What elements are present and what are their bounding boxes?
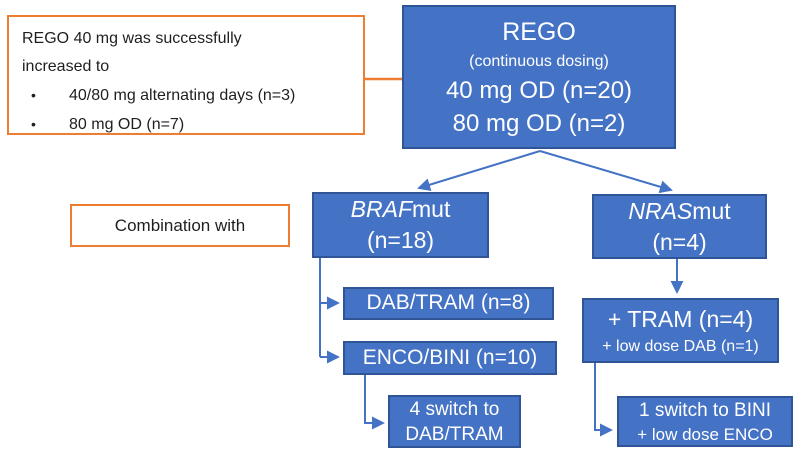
info-note-bullet-2: • 80 mg OD (n=7) [22,110,355,139]
connector-tram-to-switch [594,363,613,437]
switch-bini-line-2: + low dose ENCO [637,424,773,444]
switch-bini-line-1: 1 switch to BINI [639,399,771,421]
braf-mut-box: BRAFmut (n=18) [312,192,489,258]
info-note-box: REGO 40 mg was successfully increased to… [7,15,365,135]
rego-box: REGO (continuous dosing) 40 mg OD (n=20)… [402,5,676,149]
dab-tram-box: DAB/TRAM (n=8) [343,287,554,320]
tram-line-1: + TRAM (n=4) [607,305,754,332]
tram-box: + TRAM (n=4) + low dose DAB (n=1) [582,298,779,363]
braf-suffix: mut [412,196,451,222]
braf-mut-name: BRAFmut [314,194,487,225]
enco-bini-label: ENCO/BINI (n=10) [362,345,538,369]
rego-subtitle: (continuous dosing) [469,53,609,70]
rego-title: REGO [502,18,576,46]
combination-label-box: Combination with [70,204,290,247]
switch-dab-tram-line-1: 4 switch to [409,398,500,420]
info-note-bullet-1: • 40/80 mg alternating days (n=3) [22,81,355,110]
tram-line-2: + low dose DAB (n=1) [602,337,759,355]
switch-dab-tram-box: 4 switch to DAB/TRAM [388,395,521,448]
connector-encobini-to-switch [364,375,385,430]
info-note-heading: REGO 40 mg was successfully increased to [22,30,242,75]
connector-rego-to-braf [417,150,541,191]
dab-tram-label: DAB/TRAM (n=8) [366,291,531,315]
nras-mut-name: NRASmut [594,196,765,227]
braf-count: (n=18) [366,227,435,253]
nras-gene: NRAS [628,197,693,224]
rego-dose-line-1: 40 mg OD (n=20) [445,77,633,104]
info-note-bullet-2-text: 80 mg OD (n=7) [69,116,185,133]
nras-mut-box: NRASmut (n=4) [592,194,767,259]
nras-count: (n=4) [652,228,707,255]
info-note-bullet-1-text: 40/80 mg alternating days (n=3) [69,87,296,104]
nras-suffix: mut [692,197,731,224]
switch-bini-box: 1 switch to BINI + low dose ENCO [617,396,793,447]
bullet-icon: • [31,116,36,132]
braf-gene: BRAF [350,196,412,222]
enco-bini-box: ENCO/BINI (n=10) [343,341,557,375]
switch-dab-tram-line-2: DAB/TRAM [405,423,504,445]
rego-dose-line-2: 80 mg OD (n=2) [452,110,626,137]
connector-rego-to-nras [539,150,673,194]
bullet-icon: • [31,87,36,103]
combination-label: Combination with [114,215,246,235]
